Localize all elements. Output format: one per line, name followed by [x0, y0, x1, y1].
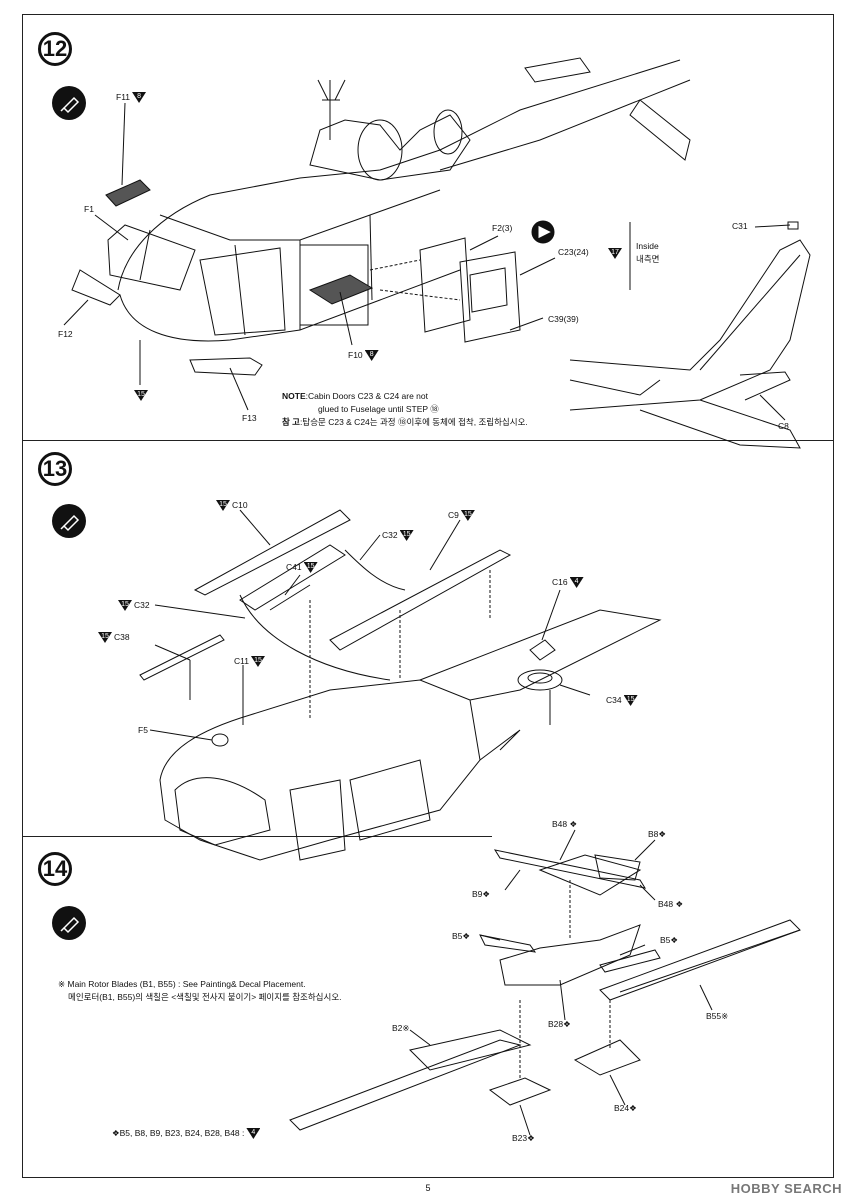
watermark: HOBBY SEARCH — [730, 1181, 842, 1196]
color-code-icon: 17 — [608, 248, 622, 259]
step12-fuselage — [64, 58, 690, 410]
step-number: 12 — [38, 32, 72, 66]
part-label-b28: B28❖ — [548, 1019, 571, 1029]
part-label-c39: C39(39) — [548, 314, 579, 324]
part-label-f5: F5 — [138, 725, 148, 735]
assembly-note: NOTE:Cabin Doors C23 & C24 are not glued… — [282, 391, 528, 427]
part-label-c23: C23(24) — [558, 247, 589, 257]
part-label-b24: B24❖ — [614, 1103, 637, 1113]
inside-color-code: 17 — [606, 248, 624, 259]
page-border — [22, 14, 834, 1178]
part-label-b23: B23❖ — [512, 1133, 535, 1143]
step-number-text: 12 — [42, 36, 68, 61]
inside-label-en: Inside — [636, 241, 659, 251]
inside-label-ko: 내측면 — [636, 254, 660, 264]
part-label-b55: B55※ — [706, 1011, 729, 1021]
part-label-f13: F13 — [242, 413, 257, 423]
step-number-text: 13 — [42, 456, 68, 481]
step-number: 13 — [38, 452, 72, 486]
parts-color-note: ❖B5, B8, B9, B23, B24, B28, B48 :4 — [112, 1128, 262, 1139]
part-label-b48: B48 ❖ — [552, 819, 578, 829]
page-number: 5 — [425, 1183, 431, 1193]
part-label-f15: 15 — [132, 390, 150, 401]
color-code-icon: 4 — [246, 1128, 261, 1139]
part-label-c31: C31 — [732, 221, 748, 231]
color-code-icon: 15 — [134, 390, 148, 401]
step13-drawing — [140, 510, 660, 860]
part-label-b5: B5❖ — [660, 935, 679, 945]
part-label-f12: F12 — [58, 329, 73, 339]
step14-drawing — [290, 830, 800, 1135]
glue-icon — [52, 86, 86, 120]
part-label-b48: B48 ❖ — [658, 899, 684, 909]
part-label-f2: F2(3) — [492, 223, 513, 233]
step12-tail — [570, 222, 810, 448]
step-divider — [22, 440, 834, 441]
color-code-icon: 8 — [364, 350, 379, 361]
part-label-f1: F1 — [84, 204, 94, 214]
step-divider — [22, 836, 492, 837]
glue-icon — [52, 504, 86, 538]
step-number: 14 — [38, 852, 72, 886]
part-label-b2: B2※ — [392, 1023, 410, 1033]
part-label-c8: C8 — [778, 421, 789, 431]
color-code-icon: 8 — [132, 92, 147, 103]
part-label-b9: B9❖ — [472, 889, 491, 899]
step-number-text: 14 — [42, 856, 68, 881]
part-label-b8: B8❖ — [648, 829, 667, 839]
part-label-b5: B5❖ — [452, 931, 471, 941]
glue-icon — [52, 906, 86, 940]
rotor-footnote: ※ Main Rotor Blades (B1, B55) : See Pain… — [58, 979, 342, 1002]
